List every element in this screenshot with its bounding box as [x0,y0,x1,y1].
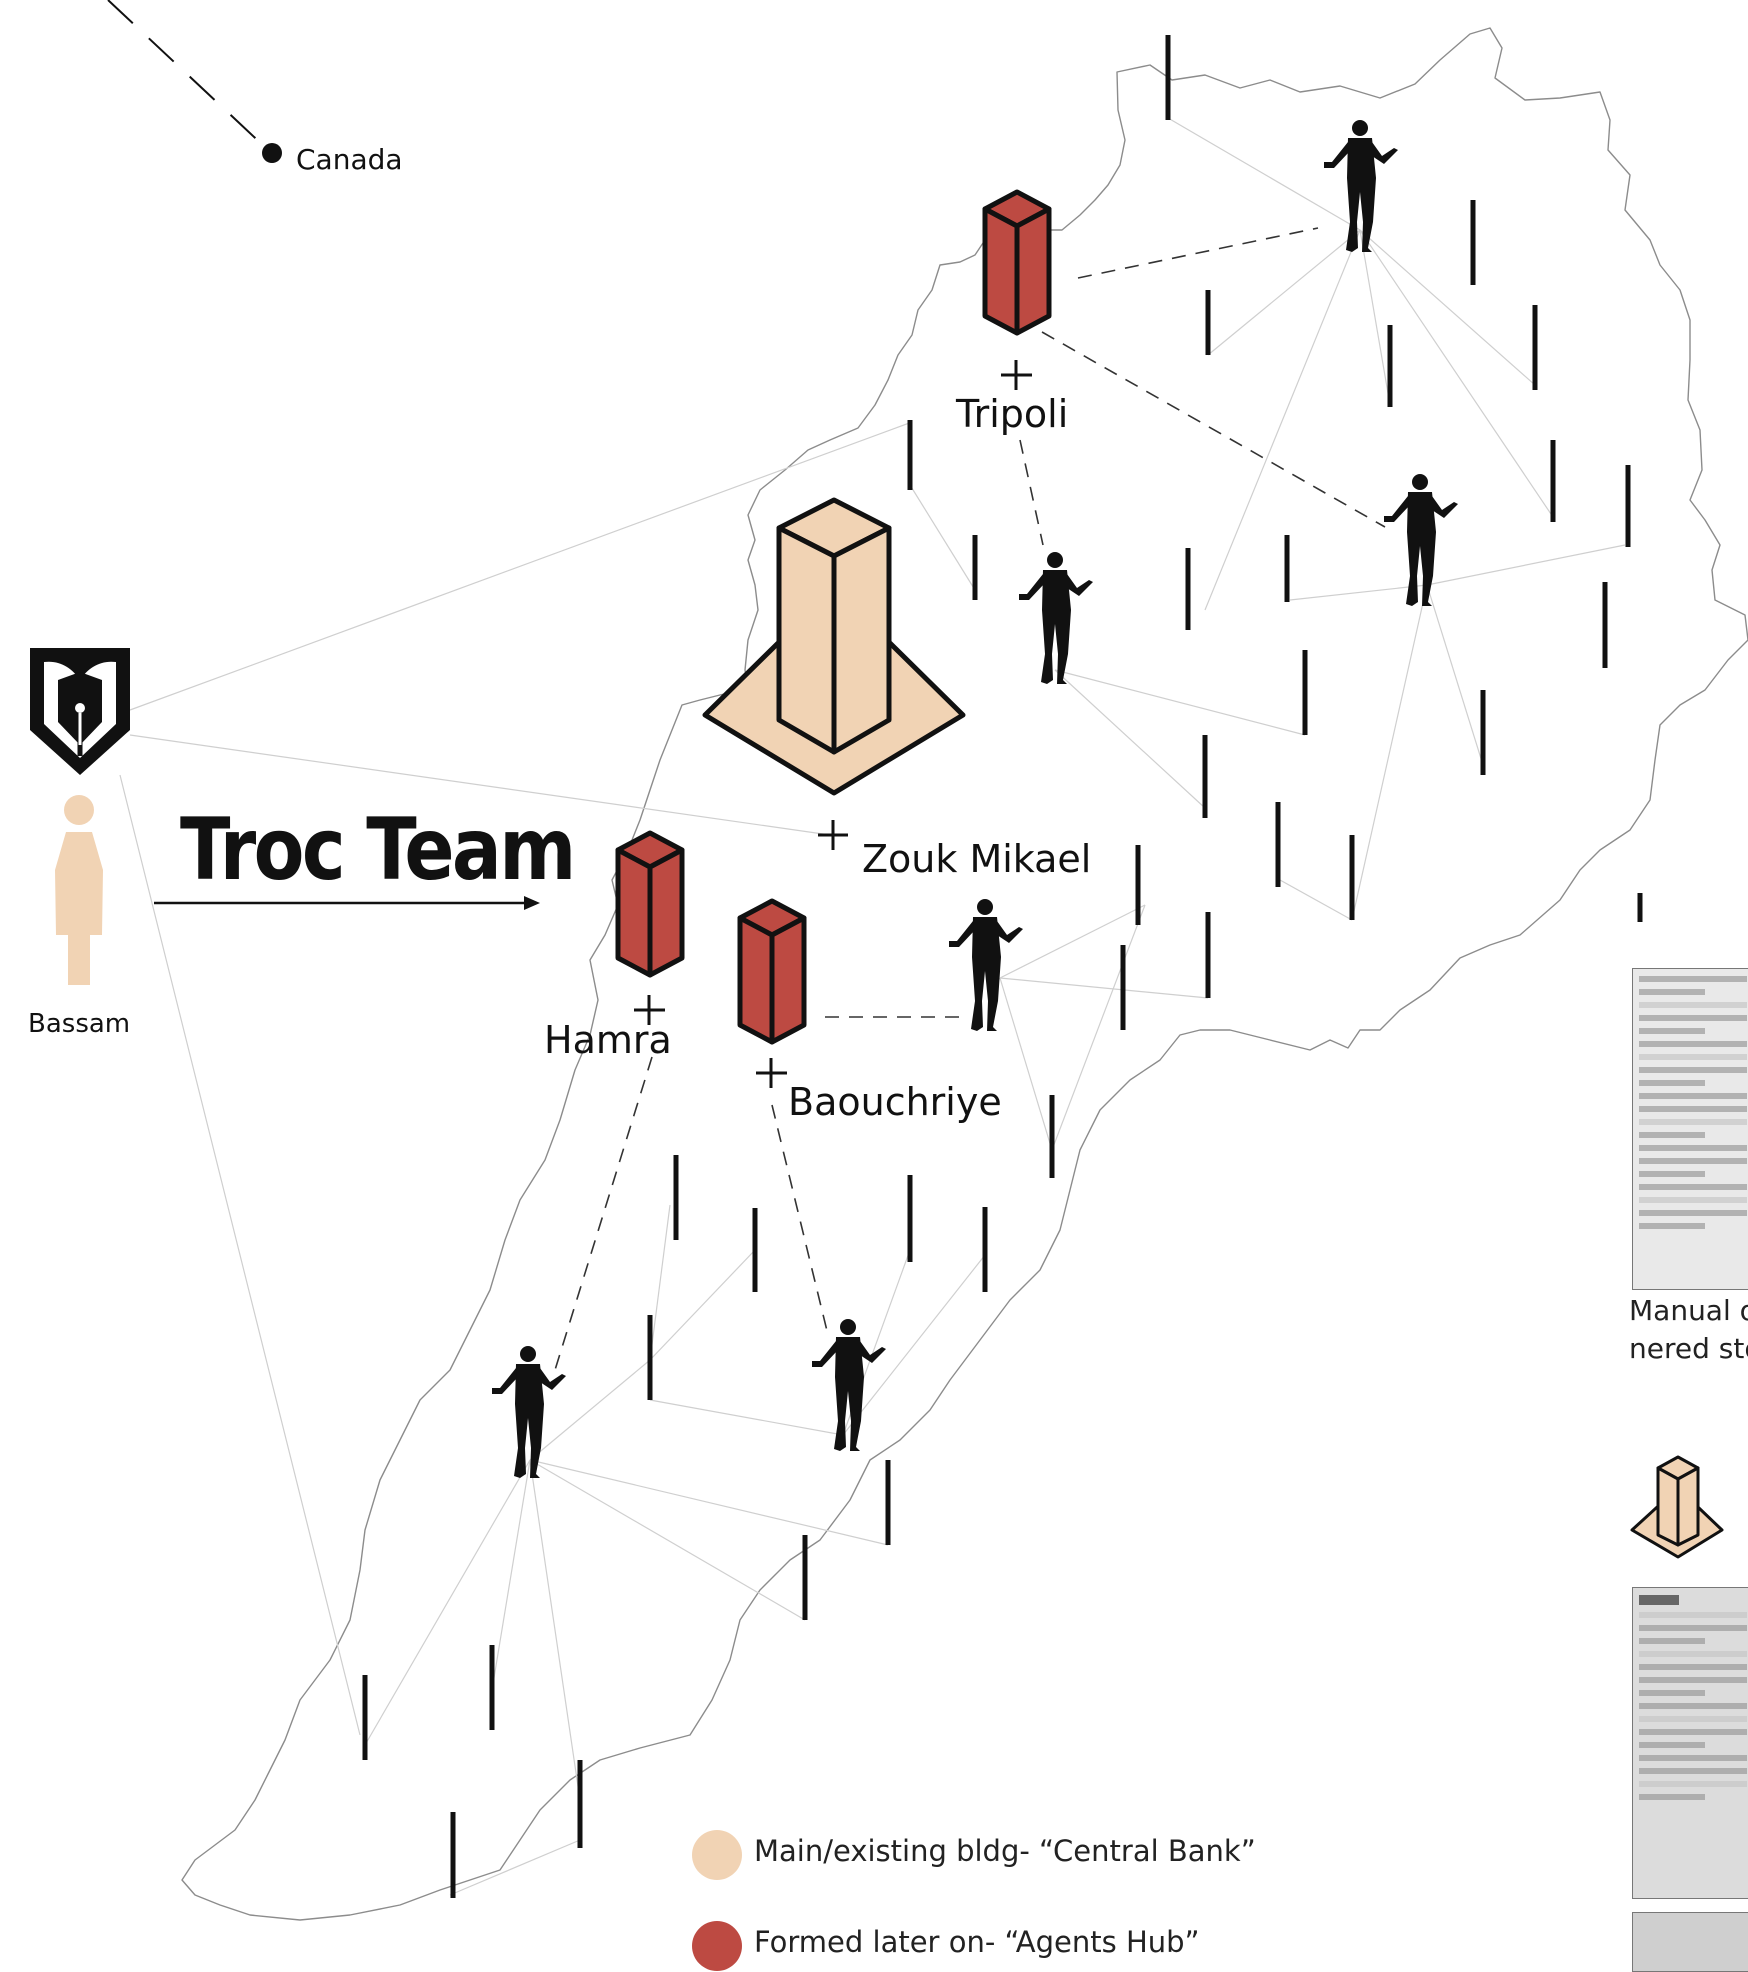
country-outline [182,28,1748,1920]
pen-book-icon [30,648,130,775]
central-bank-tower [705,500,963,793]
street-photo [1632,1912,1748,1972]
legend-label-central-bank: Main/existing bldg- “Central Bank” [754,1834,1256,1868]
label-baouchriye: Baouchriye [788,1080,1002,1124]
legend-swatch-central-bank [692,1830,742,1880]
label-hamra: Hamra [544,1018,672,1062]
agents-hub-hamra [618,833,682,975]
document-photo [1632,1587,1748,1899]
label-bassam: Bassam [28,1009,130,1039]
canada-dot [262,143,282,163]
canada-dashed-line [108,0,268,150]
classified-ads-photo [1632,968,1748,1290]
label-zouk-mikael: Zouk Mikael [862,837,1091,881]
person-icon [55,795,103,985]
label-tripoli: Tripoli [956,392,1068,436]
agents-hub-tripoli [985,192,1049,333]
legend-swatch-agents-hub [692,1921,742,1971]
photo-caption-line2: nered sto [1629,1330,1748,1368]
small-tower-icon [1632,1457,1722,1557]
agents-hub-baouchriye [740,901,804,1042]
label-canada: Canada [296,143,403,176]
brand-title: Troc Team [180,800,574,900]
legend-label-agents-hub: Formed later on- “Agents Hub” [754,1925,1200,1959]
photo-caption: Manual o nered sto [1629,1292,1748,1368]
photo-caption-line1: Manual o [1629,1292,1748,1330]
